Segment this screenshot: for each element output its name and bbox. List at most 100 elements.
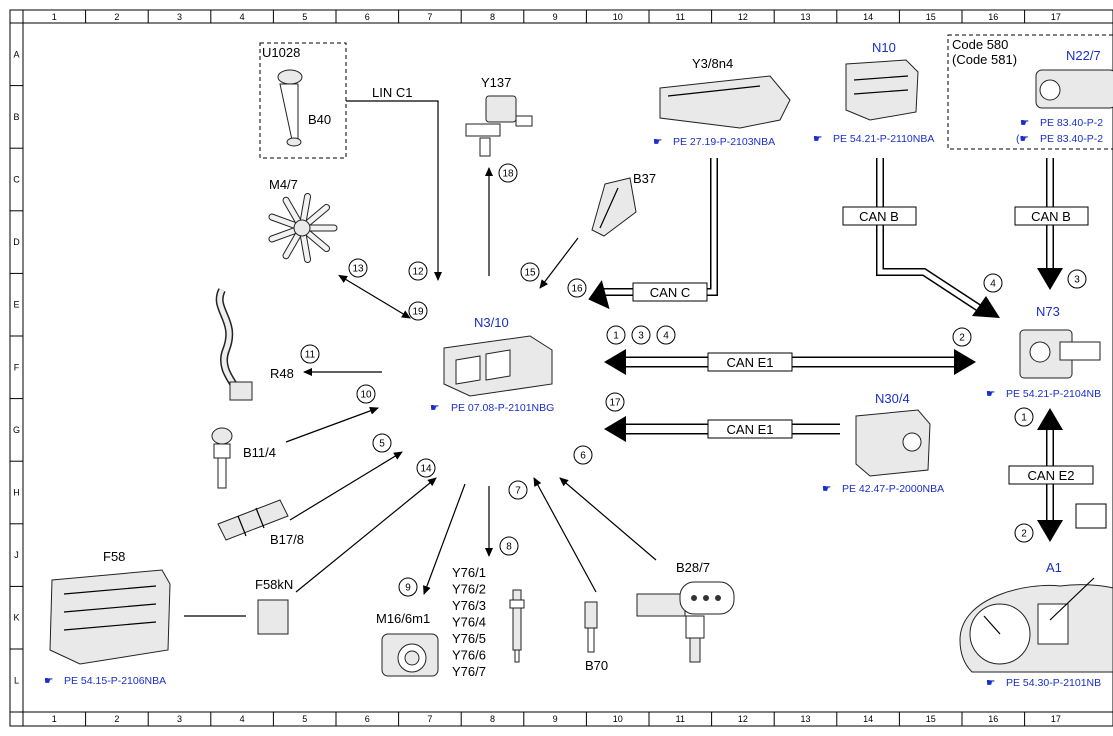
n10-ref[interactable]: PE 54.21-P-2110NBA [833,133,934,145]
b17-8-label: B17/8 [270,532,304,547]
callout-number: 13 [352,264,364,275]
n10-component[interactable]: N10 ☛ PE 54.21-P-2110NBA [813,40,934,145]
n3-10-ref[interactable]: PE 07.08-P-2101NBG [451,402,554,414]
b40-label: B40 [308,112,331,127]
m16-6m1-component[interactable]: M16/6m1 [376,611,439,677]
callout-number: 6 [580,451,586,462]
f58kn-label: F58kN [255,577,293,592]
n30-4-ref[interactable]: PE 42.47-P-2000NBA [842,483,944,495]
grid-column-label: 5 [302,12,307,22]
a1-component[interactable]: A1 ☛ PE 54.30-P-2101NB [959,560,1113,689]
b37-pedal-icon [591,177,637,237]
y76-label: Y76/1 [452,565,486,580]
callout-number: 2 [1021,529,1027,540]
callout-circle [499,536,519,556]
callout-circle [656,325,676,345]
grid-column-label: 15 [926,12,936,22]
grid-column-label: 16 [988,714,998,724]
arrow-6 [559,477,657,561]
lin-c1-line: LIN C1 [346,85,442,281]
grid-column-label: 14 [863,714,873,724]
n3-10-component[interactable]: N3/10 ☛ PE 07.08-P-2101NBG [430,315,554,414]
b17-8-component[interactable]: B17/8 [217,499,304,547]
b28-7-sensor-icon [636,581,735,663]
grid-row-label: A [13,49,19,59]
sheet-frame [9,9,1113,727]
callout-number: 1 [613,331,619,342]
grid-column-label: 4 [240,12,245,22]
callout-number: 4 [990,279,996,290]
grid-row-label: C [13,175,20,185]
grid-column-label: 15 [926,714,936,724]
hand-icon-n22-1: ☛ [1020,117,1029,129]
b11-4-component[interactable]: B11/4 [211,427,276,489]
grid-column-label: 6 [365,714,370,724]
callout-number: 3 [1074,275,1080,286]
a1-ref[interactable]: PE 54.30-P-2101NB [1006,677,1101,689]
b70-label: B70 [585,658,608,673]
grid-column-label: 12 [738,12,748,22]
y76-label: Y76/2 [452,582,486,597]
y76-label: Y76/5 [452,631,486,646]
b70-component[interactable]: B70 [584,601,608,673]
n22-7-ref-1[interactable]: PE 83.40-P-2 [1040,117,1103,129]
hand-icon-n22-2: (☛ [1016,133,1029,145]
grid-column-label: 7 [427,12,432,22]
u1028-component[interactable]: U1028 B40 [259,42,347,159]
n30-4-component[interactable]: N30/4 ☛ PE 42.47-P-2000NBA [822,391,944,495]
b11-4-label: B11/4 [243,445,276,460]
hand-icon-f58: ☛ [44,675,53,687]
callout-number: 1 [1021,413,1027,424]
arrow-13-19 [338,274,411,319]
arrow-5 [289,451,403,521]
r48-component[interactable]: R48 [215,288,294,401]
y3-8n4-ref[interactable]: PE 27.19-P-2103NBA [673,136,775,148]
can-c-label: CAN C [650,285,690,300]
grid-column-label: 9 [553,12,558,22]
callout-number: 8 [506,542,512,553]
f58-ref[interactable]: PE 54.15-P-2106NBA [64,675,166,687]
can-b-label-left: CAN B [859,209,899,224]
f58kn-component[interactable]: F58kN [255,577,293,635]
n73-ref[interactable]: PE 54.21-P-2104NB [1006,388,1101,400]
grid-column-label: 9 [553,714,558,724]
n22-7-component[interactable]: Code 580 (Code 581) N22/7 ☛ PE 83.40-P-2… [947,34,1113,150]
b28-7-component[interactable]: B28/7 [636,560,735,663]
grid-column-label: 11 [676,714,685,724]
connector-box-icon [1075,503,1107,529]
hand-icon-a1: ☛ [986,677,995,689]
callout-number: 18 [502,169,514,180]
fan-hub [293,219,311,237]
n22-7-ref-2[interactable]: PE 83.40-P-2 [1040,133,1103,145]
y3-8n4-component[interactable]: Y3/8n4 ☛ PE 27.19-P-2103NBA [653,56,791,148]
code-580-label: Code 580 [952,37,1008,52]
f58-component[interactable]: F58 ☛ PE 54.15-P-2106NBA [44,549,171,687]
can-e1-bus-bottom: CAN E1 [604,416,840,442]
callout-circle [573,445,593,465]
n73-ignition-icon [1019,329,1101,379]
callout-circle [983,273,1003,293]
callout-number: 7 [515,486,521,497]
grid-column-label: 10 [613,714,623,724]
callout-circle [372,433,392,453]
b37-component[interactable]: B37 [591,171,656,237]
grid-column-label: 2 [114,12,119,22]
m16-6m1-throttle-icon [381,633,439,677]
y137-component[interactable]: Y137 [465,75,533,157]
lin-c1-label: LIN C1 [372,85,412,100]
can-c-bus: CAN C [588,158,718,310]
n3-10-label: N3/10 [474,315,509,330]
can-e2-label: CAN E2 [1028,468,1075,483]
callout-number: 19 [412,307,424,318]
b37-label: B37 [633,171,656,186]
n73-component[interactable]: N73 ☛ PE 54.21-P-2104NB [986,304,1101,400]
callout-number: 14 [420,464,432,475]
grid-column-label: 3 [177,714,182,724]
callout-circle [567,278,587,298]
f58-fusebox-icon [49,569,171,665]
m4-7-component[interactable]: M4/7 [268,177,338,264]
